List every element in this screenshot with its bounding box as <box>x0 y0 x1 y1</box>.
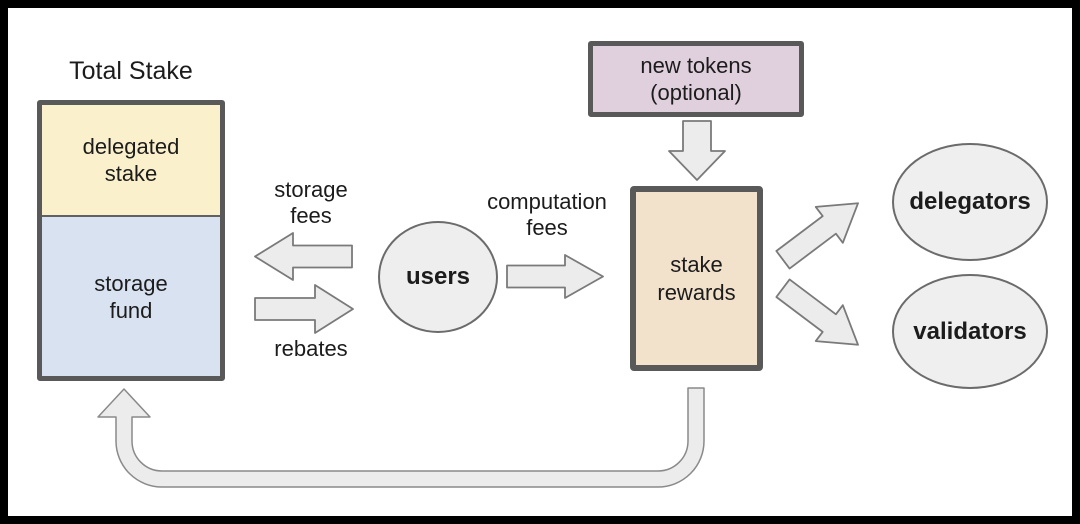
delegators-node: delegators <box>892 143 1048 261</box>
storage-fund-segment: storage fund <box>42 217 220 376</box>
storage-fees-arrow <box>254 232 353 281</box>
validators-arrow <box>775 278 859 346</box>
new-tokens-label-line2: (optional) <box>650 80 742 105</box>
storage-fees-label-line2: fees <box>290 203 332 228</box>
storage-fund-label-line1: storage <box>94 270 168 296</box>
computation-fees-label-line1: computation <box>487 189 607 214</box>
stake-rewards-node: stake rewards <box>630 186 763 371</box>
rebates-label: rebates <box>274 336 348 361</box>
new-tokens-label-line1: new tokens <box>640 53 752 78</box>
total-stake-box: delegated stake storage fund <box>37 100 225 381</box>
new-tokens-down-arrow <box>668 120 726 181</box>
delegated-stake-segment: delegated stake <box>42 105 220 217</box>
computation-fees-label: computation fees <box>462 189 632 241</box>
computation-fees-label-line2: fees <box>526 215 568 240</box>
validators-label: validators <box>913 317 1027 345</box>
delegated-stake-label-line1: delegated <box>82 134 180 159</box>
storage-fees-label: storage fees <box>251 177 371 229</box>
computation-fees-arrow <box>506 254 604 299</box>
validators-node: validators <box>892 274 1048 389</box>
storage-fees-label-line1: storage <box>274 177 348 202</box>
stake-rewards-label-line2: rewards <box>657 279 736 305</box>
rebates-arrow <box>254 284 354 334</box>
users-node: users <box>378 221 498 333</box>
users-label: users <box>405 263 471 290</box>
delegators-arrow <box>775 202 859 270</box>
total-stake-label: Total Stake <box>69 57 193 85</box>
new-tokens-node: new tokens (optional) <box>588 41 804 117</box>
recycle-pipe-arrow <box>97 387 705 488</box>
delegated-stake-label-line2: stake <box>104 161 158 186</box>
stake-rewards-label-line1: stake <box>670 251 723 277</box>
delegators-label: delegators <box>909 188 1031 215</box>
storage-fund-label-line2: fund <box>109 297 153 323</box>
